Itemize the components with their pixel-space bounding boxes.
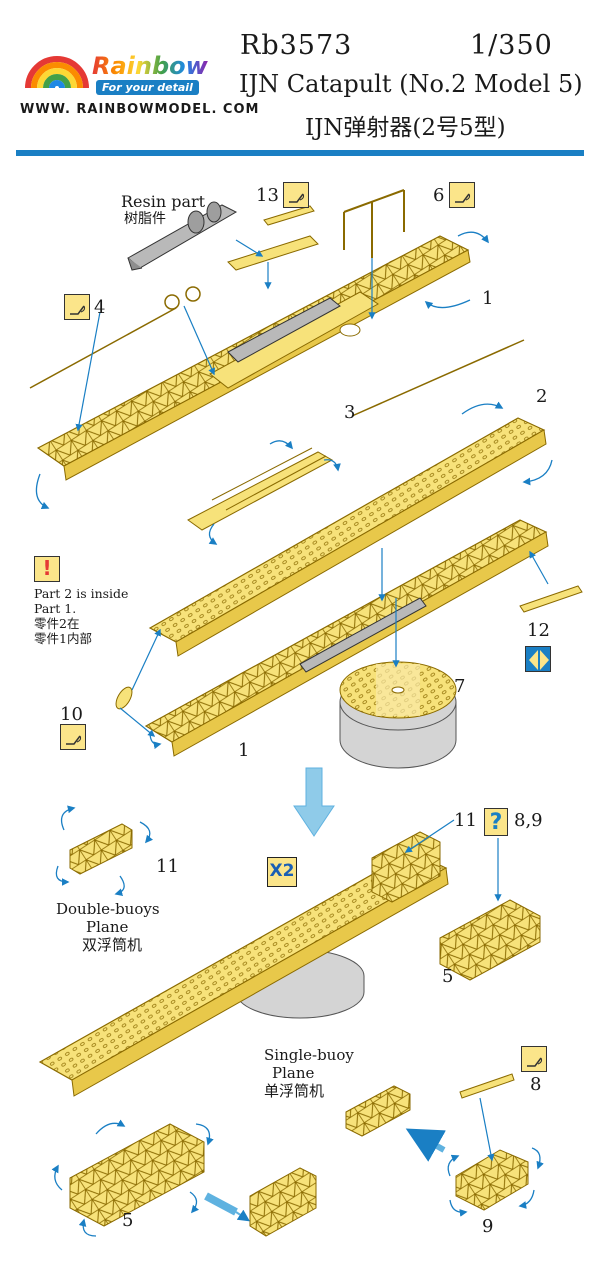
catapult-part-2 [148,417,547,657]
part-3 [187,447,334,531]
part-5-bottom-left [69,1123,446,1237]
part-8 [459,1073,515,1099]
double-buoys-line-2: Plane [86,918,129,936]
single-buoy-label: Single-buoy Plane 单浮筒机 [264,1046,354,1100]
note-line-2: Part 1. [34,601,77,616]
part-11-frame [69,823,133,875]
catapult-part-1-top [36,235,471,481]
warning-icon: ! [34,556,60,582]
flip-icon [525,646,551,672]
part-4-rod [29,286,201,389]
bend-icon [60,724,86,750]
part-number-1a: 1 [482,288,494,309]
part-number-10: 10 [60,704,83,725]
turntable-part-7 [339,661,457,769]
part-12 [519,585,583,613]
single-buoy-cradle [345,1085,411,1137]
part-number-12: 12 [527,620,550,641]
catapult-part-1-bottom [144,519,549,757]
double-buoys-label: Double-buoys Plane 双浮筒机 [56,900,160,954]
assembly-flow-arrow [293,767,335,837]
website-url: WWW. RAINBOWMODEL. COM [20,102,260,117]
part-13 [227,205,319,271]
part-number-13: 13 [256,185,279,206]
part-10-disc [115,686,133,710]
note-line-1: Part 2 is inside [34,586,129,601]
double-buoys-line-1: Double-buoys [56,900,160,918]
bend-icon [283,182,309,208]
note-line-3: 零件2在 [34,616,80,631]
double-buoys-line-cn: 双浮筒机 [82,936,143,954]
resin-part-label-cn: 树脂件 [124,211,166,227]
part-number-8-9: 8,9 [514,810,543,831]
product-title-cn: IJN弹射器(2号5型) [305,115,506,141]
part-number-5b: 5 [122,1210,134,1231]
single-buoy-line-1: Single-buoy [264,1046,354,1064]
part-5-cradle-right [439,899,541,981]
part-number-1b: 1 [238,740,250,761]
single-buoy-line-cn: 单浮筒机 [264,1082,325,1100]
note-part2-inside: Part 2 is inside Part 1. 零件2在 零件1内部 [34,586,128,646]
bend-icon [449,182,475,208]
part-number-6: 6 [433,185,445,206]
header-divider [16,150,584,156]
part-number-11b: 11 [156,856,179,877]
part-number-4: 4 [94,297,106,318]
part-number-2: 2 [536,386,548,407]
note-line-4: 零件1内部 [34,631,92,646]
part-3-rod [351,339,525,417]
bend-icon [521,1046,547,1072]
resin-part-label: Resin part [121,192,206,211]
part-number-3: 3 [344,402,356,423]
rainbow-logo [22,44,92,96]
part-number-11a: 11 [454,810,477,831]
bend-icon [64,294,90,320]
part-number-9: 9 [482,1216,494,1237]
part-number-8: 8 [530,1074,542,1095]
scale: 1/350 [470,30,553,61]
leader-lines [75,239,549,1162]
product-title: IJN Catapult (No.2 Model 5) [239,70,583,98]
product-code: Rb3573 [240,30,353,61]
part-9 [455,1149,529,1211]
part-number-5a: 5 [442,966,454,987]
part-number-7: 7 [454,676,466,697]
question-icon: ? [484,808,508,836]
quantity-x2-badge: X2 [267,857,297,887]
single-buoy-line-2: Plane [272,1064,315,1082]
brand-tagline: For your detail [96,80,199,95]
brand-name: Rainbow [92,52,208,80]
resin-cylinder [127,201,238,271]
assembled-catapult [38,831,449,1097]
bend-arrows [35,231,553,1237]
